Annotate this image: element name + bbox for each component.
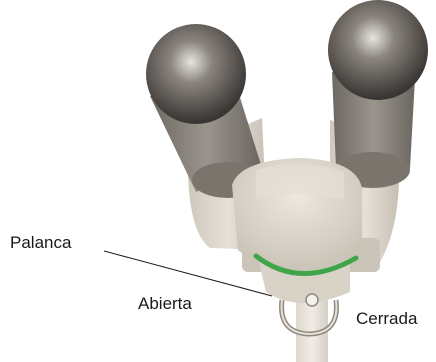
left-eyepiece bbox=[146, 24, 246, 124]
closed-label: Cerrada bbox=[356, 310, 417, 327]
lever-label: Palanca bbox=[10, 234, 71, 251]
open-label: Abierta bbox=[138, 295, 192, 312]
right-eyepiece bbox=[328, 0, 428, 100]
